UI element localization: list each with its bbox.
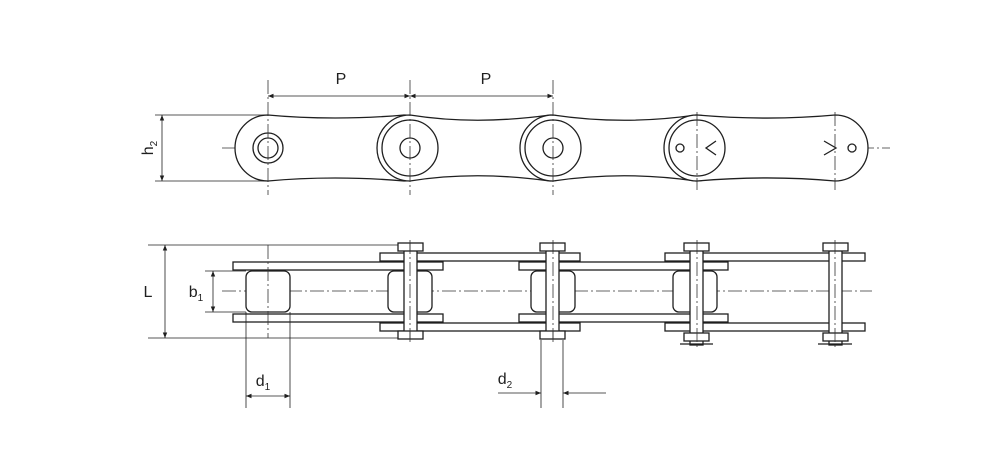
pitch-label-2: P [481,71,492,88]
side-view: P P h2 [140,71,890,195]
inner-plate-bottom-1 [232,313,444,323]
side-cotter-hole-4 [675,143,685,153]
top-view: L b1 [144,240,872,408]
outer-plate-bottom-1 [379,322,581,332]
pin-5 [818,242,852,346]
pin-3 [539,242,566,340]
inner-plate-bottom-2 [518,313,729,323]
outer-plate-top-1 [379,252,581,262]
inner-plate-top-2 [518,261,729,271]
pin-4 [680,242,713,346]
side-cotter-hole-5 [847,143,857,153]
side-cotter-pin-4 [704,140,717,156]
outer-plate-top-2 [664,252,866,262]
outer-plate-bottom-2 [664,322,866,332]
d2-label: d2 [498,371,513,391]
inner-plate-top-1 [232,261,444,271]
b1-label: b1 [189,284,204,304]
d1-label: d1 [256,373,271,393]
pin-2 [397,242,424,340]
L-label: L [144,284,153,301]
side-cotter-pin-5 [823,140,838,156]
h2-label: h2 [140,140,160,155]
pitch-label-1: P [336,71,347,88]
